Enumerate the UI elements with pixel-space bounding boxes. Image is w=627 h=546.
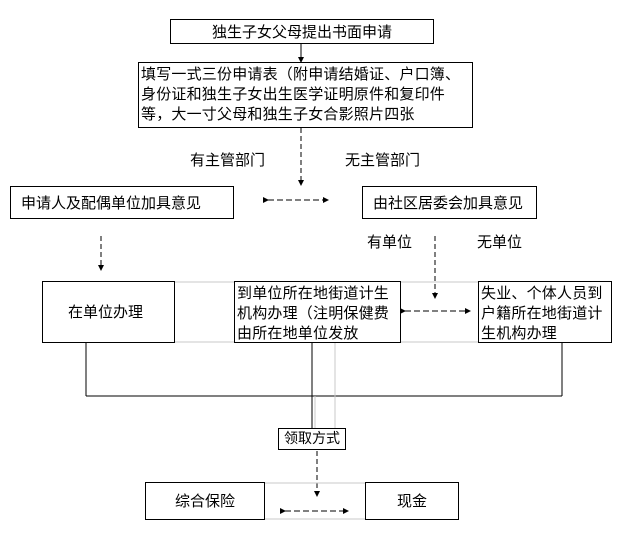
node-employer-opinion: 申请人及配偶单位加具意见 xyxy=(10,186,234,219)
node-community-opinion: 由社区居委会加具意见 xyxy=(362,186,537,219)
node-fill-form: 填写一式三份申请表（附申请结婚证、户口簿、 身份证和独生子女出生医学证明原件和复… xyxy=(138,62,473,128)
node-street-office-employer: 到单位所在地街道计生 机构办理（注明保健费 由所在地单位发放 xyxy=(234,281,401,343)
node-handle-at-employer: 在单位办理 xyxy=(42,281,175,343)
label-has-dept: 有主管部门 xyxy=(190,151,266,169)
node-unemployed: 失业、个体人员到 户籍所在地街道计 生机构办理 xyxy=(478,281,612,343)
node-receive-method: 领取方式 xyxy=(278,428,346,450)
label-no-unit: 无单位 xyxy=(477,233,523,251)
label-has-unit: 有单位 xyxy=(367,233,413,251)
label-no-dept: 无主管部门 xyxy=(345,151,421,169)
node-top: 独生子女父母提出书面申请 xyxy=(170,19,434,44)
node-insurance: 综合保险 xyxy=(145,482,265,520)
node-cash: 现金 xyxy=(365,482,459,520)
